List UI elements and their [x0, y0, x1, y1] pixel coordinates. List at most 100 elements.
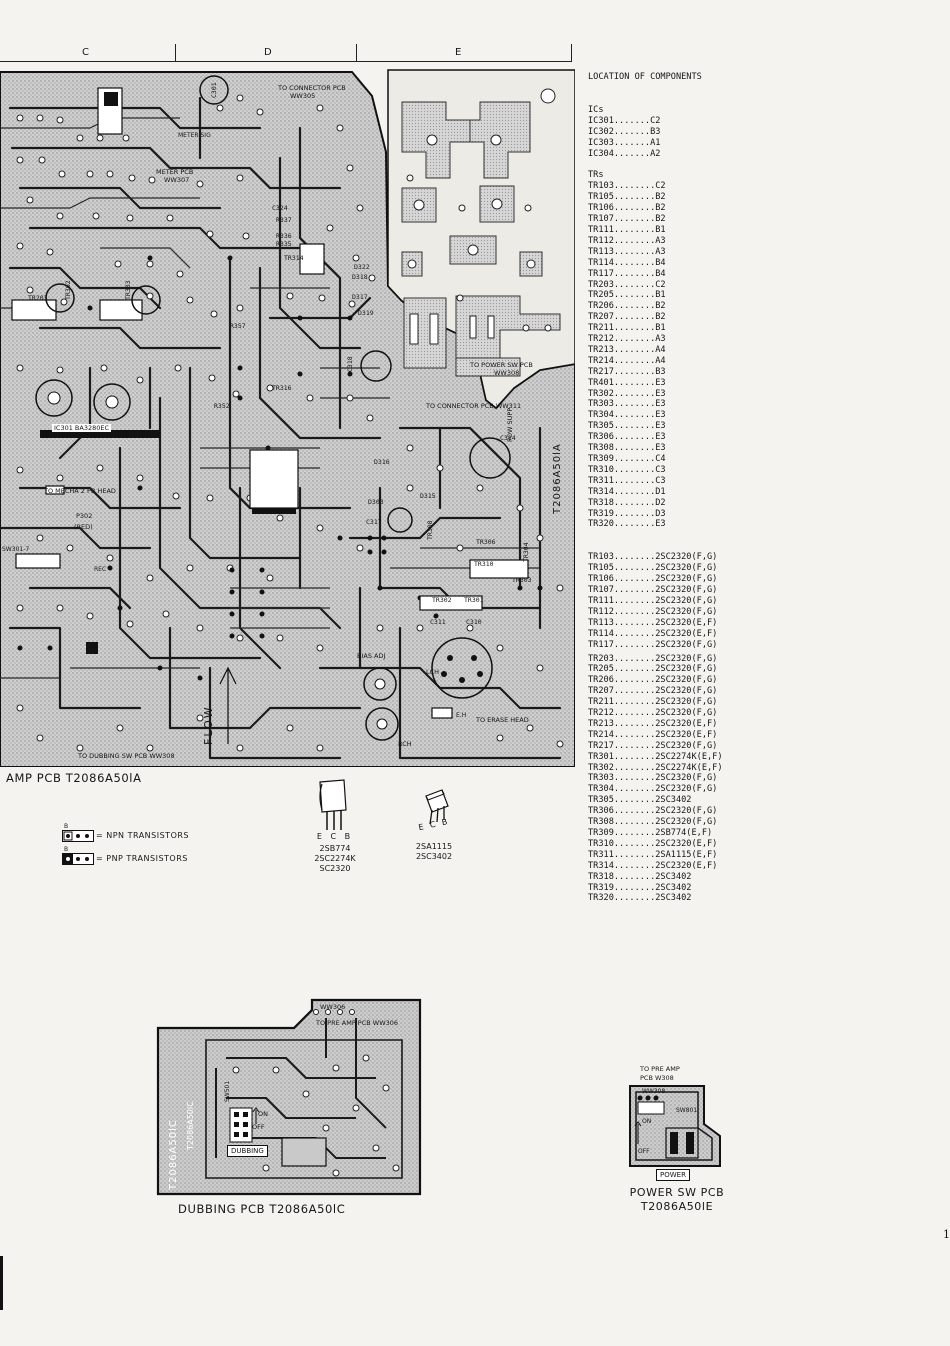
tr-type-row: TR301........2SC2274K(E,F)	[588, 751, 723, 762]
component-label: TR303	[512, 576, 532, 584]
rec-label: REC	[94, 566, 107, 573]
dubbing-on-label: ON	[258, 1110, 268, 1118]
ic-location-row: IC302.......B3	[588, 126, 661, 137]
tr-type-row: TR211........2SC2320(F,G)	[588, 697, 718, 708]
flow-label: FLOW	[202, 705, 215, 745]
tr-location-row: TR112........A3	[588, 235, 666, 246]
tr-type-row: TR111........2SC2320(F,G)	[588, 595, 718, 606]
power-ww308-label: WW308	[642, 1088, 666, 1095]
tr-type-row: TR302........2SC2274K(E,F)	[588, 762, 723, 773]
tr-type-row: TR205........2SC2320(F,G)	[588, 664, 718, 675]
power-to-pre-amp-line1: TO PRE AMP	[640, 1065, 680, 1073]
power-caption-line1: POWER SW PCB	[629, 1186, 725, 1199]
tr-location-row: TR310........C3	[588, 464, 666, 475]
tr-location-row: TR303........E3	[588, 399, 666, 410]
tr-type-row: TR310........2SC2320(E,F)	[588, 838, 718, 849]
tr-location-row: TR401........E3	[588, 377, 666, 388]
component-label: D315	[420, 492, 436, 500]
amp-board-vertical-label: T2086A50lA	[552, 443, 563, 514]
tr-type-row: TR117........2SC2320(F,G)	[588, 639, 718, 650]
component-label: C317	[366, 518, 382, 526]
ww308-label: WW308	[494, 369, 520, 377]
component-label: TR301	[464, 596, 484, 604]
to-power-sw-label: TO POWER SW PCB	[470, 361, 533, 369]
tr-location-row: TR302........E3	[588, 388, 666, 399]
grid-header-rule	[0, 61, 572, 62]
ww307-label: WW307	[164, 176, 190, 184]
eh-label: E.H	[456, 712, 467, 719]
component-label: TR302	[432, 596, 452, 604]
bias-adj-label: BIAS ADJ	[357, 652, 386, 660]
component-label: C314	[500, 434, 516, 442]
component-label: TR303	[124, 280, 132, 300]
power-to-pre-amp-line2: PCB W308	[640, 1074, 674, 1082]
legend-npn-text: = NPN TRANSISTORS	[96, 831, 189, 840]
package1-name: 2SB774	[319, 844, 351, 853]
tr-type-row: TR203........2SC2320(F,G)	[588, 653, 718, 664]
to-erase-label: TO ERASE HEAD	[476, 716, 529, 724]
component-label: TR302	[64, 280, 72, 300]
grid-column-c: C	[82, 47, 89, 58]
tr-type-row: TR319........2SC3402	[588, 882, 692, 893]
tr-location-row: TR217........B3	[588, 366, 666, 377]
tr-type-row: TR103........2SC2320(F,G)	[588, 552, 718, 563]
power-sw-pcb-board	[629, 1085, 721, 1167]
tr-type-row: TR212........2SC2320(F,G)	[588, 708, 718, 719]
package1-names: 2SB774 2SC2274K SC2320	[300, 844, 370, 874]
rch-label: RCH	[398, 740, 412, 748]
grid-column-header: C D E	[0, 44, 572, 62]
power-to-pre-amp: TO PRE AMP PCB W308	[640, 1065, 680, 1083]
tr-location-row: TR107........B2	[588, 214, 666, 225]
tr-location-row: TR311........C3	[588, 475, 666, 486]
tr-location-row: TR205........B1	[588, 290, 666, 301]
component-label: TR316	[272, 384, 292, 392]
tr-type-row: TR113........2SC2320(E,F)	[588, 617, 718, 628]
tr-location-row: TR318........D2	[588, 497, 666, 508]
sw301-label: SW301-7	[2, 546, 30, 553]
page-number: 1	[943, 1228, 950, 1241]
tr-location-row: TR212........A3	[588, 334, 666, 345]
component-label: TR310	[474, 560, 494, 568]
ic-location-row: IC303.......A1	[588, 137, 661, 148]
component-label: TR306	[476, 538, 496, 546]
grid-column-d: D	[264, 47, 272, 58]
dubbing-vertical-label-2: T2086A50lC	[186, 1101, 195, 1150]
ic301-label: IC301 BA3280EC	[52, 424, 112, 432]
tr-location-row: TR117........B4	[588, 268, 666, 279]
tr-type-row: TR217........2SC2320(F,G)	[588, 740, 718, 751]
ww305-label: WW305	[290, 92, 316, 100]
tr-location-row: TR306........E3	[588, 432, 666, 443]
small-package-icon	[425, 789, 449, 825]
tr-location-row: TR106........B2	[588, 203, 666, 214]
component-label: TR308	[426, 520, 434, 540]
npn-symbol-icon	[62, 830, 94, 842]
ics-heading: ICs	[588, 104, 604, 115]
p302-label: P302	[76, 512, 93, 520]
component-label: D317	[352, 293, 368, 301]
ic-location-row: IC301.......C2	[588, 115, 661, 126]
dubbing-switch-label: DUBBING	[227, 1145, 268, 1157]
dubbing-pcb-caption: DUBBING PCB T2086A50lC	[178, 1202, 346, 1216]
component-label: C324	[272, 204, 288, 212]
legend-b-label: B	[64, 846, 69, 853]
tr-type-row: TR106........2SC2320(F,G)	[588, 574, 718, 585]
dubbing-to-pre-amp-label: TO PRE AMP PCB WW306	[316, 1019, 399, 1027]
component-label: R335	[276, 240, 292, 248]
tr-location-row: TR308........E3	[588, 443, 666, 454]
power-on-label: ON	[642, 1118, 652, 1125]
dubbing-ww306-label: WW306	[320, 1003, 346, 1011]
package2-names: 2SA1115 2SC3402	[402, 842, 466, 862]
tr-location-row: TR111........B1	[588, 224, 666, 235]
tr-location-row: TR206........B2	[588, 301, 666, 312]
component-label: R357	[230, 322, 246, 330]
tr-location-row: TR304........E3	[588, 410, 666, 421]
package2-name: 2SC3402	[415, 852, 453, 861]
tr-type-row: TR214........2SC2320(E,F)	[588, 729, 718, 740]
dubbing-pcb-board	[156, 998, 422, 1196]
tr-type-row: TR306........2SC2320(F,G)	[588, 806, 718, 817]
tr-location-row: TR211........B1	[588, 323, 666, 334]
component-label: C310	[466, 618, 482, 626]
to92-package-icon	[319, 779, 347, 830]
tr-type-row: TR314........2SC2320(E,F)	[588, 860, 718, 871]
package1-name: 2SC2274K	[314, 854, 356, 863]
